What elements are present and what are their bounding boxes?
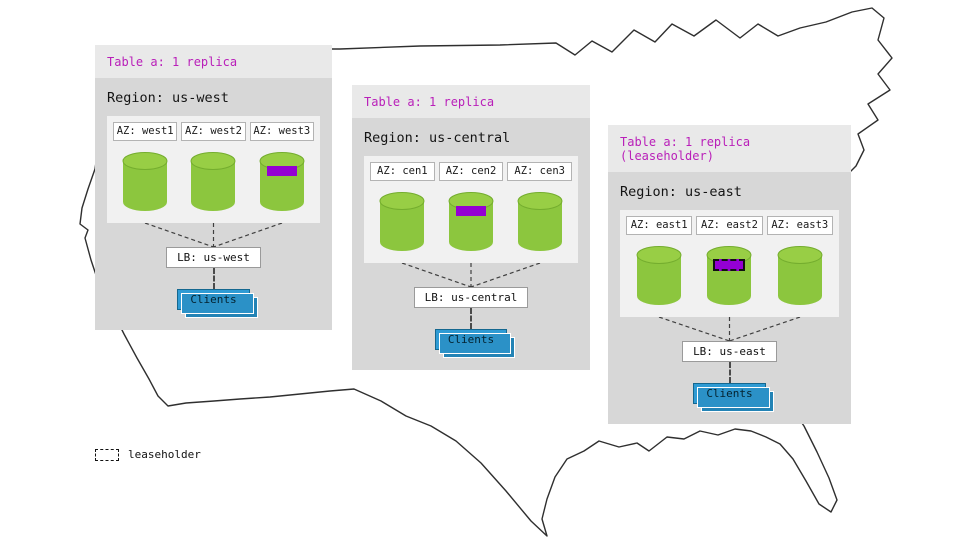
region-label: Region: us-east <box>620 184 742 200</box>
az-column: AZ: east2 <box>696 216 763 307</box>
az-label: AZ: west2 <box>181 122 246 141</box>
database-cylinder <box>517 191 563 253</box>
database-cylinder <box>777 245 823 307</box>
az-label: AZ: west1 <box>113 122 178 141</box>
replica-band <box>266 166 297 176</box>
az-column: AZ: east1 <box>626 216 693 307</box>
database-cylinder-icon <box>190 152 236 211</box>
table-replica-label: Table a: 1 replica <box>352 85 590 118</box>
database-cylinder-icon <box>777 246 823 305</box>
az-label: AZ: west3 <box>249 122 314 141</box>
az-label: AZ: cen3 <box>507 162 573 181</box>
region-card-us-west: Table a: 1 replica Region: us-west AZ: w… <box>95 45 332 330</box>
region-card-body: Region: us-central AZ: cen1 AZ: cen2 <box>352 118 590 370</box>
clients-box: Clients <box>434 329 508 350</box>
region-label: Region: us-west <box>107 90 229 106</box>
load-balancer-box: LB: us-west <box>166 247 261 268</box>
database-cylinder <box>122 151 168 213</box>
az-column: AZ: west3 <box>249 122 314 213</box>
az-column: AZ: cen2 <box>438 162 504 253</box>
az-column: AZ: west1 <box>113 122 178 213</box>
leaseholder-legend-swatch <box>95 448 119 461</box>
az-panel: AZ: cen1 AZ: cen2 <box>364 156 578 263</box>
database-cylinder <box>190 151 236 213</box>
database-cylinder-icon <box>259 152 305 211</box>
leaseholder-legend-label: leaseholder <box>128 448 201 461</box>
legend: leaseholder <box>95 448 201 461</box>
az-panel: AZ: west1 AZ: west2 <box>107 116 320 223</box>
az-label: AZ: east2 <box>696 216 763 235</box>
database-cylinder <box>706 245 752 307</box>
clients-box: Clients <box>693 383 766 404</box>
az-column: AZ: east3 <box>766 216 833 307</box>
cylinder-to-lb-connector-lines <box>658 317 801 341</box>
table-replica-label: Table a: 1 replica <box>95 45 332 78</box>
lb-to-clients-connector-line <box>728 362 731 383</box>
replica-band <box>456 206 486 216</box>
database-cylinder-icon <box>122 152 168 211</box>
database-cylinder-icon <box>636 246 682 305</box>
az-panel: AZ: east1 AZ: east2 <box>620 210 839 317</box>
database-cylinder-icon <box>706 246 752 305</box>
lb-to-clients-connector-line <box>470 308 472 329</box>
region-card-body: Region: us-east AZ: east1 AZ: east2 <box>608 172 851 424</box>
leaseholder-replica-band <box>713 259 746 271</box>
az-label: AZ: east1 <box>626 216 693 235</box>
database-cylinder <box>636 245 682 307</box>
database-cylinder <box>379 191 425 253</box>
az-column: AZ: cen3 <box>507 162 573 253</box>
az-label: AZ: cen1 <box>370 162 435 181</box>
table-replica-label: Table a: 1 replica (leaseholder) <box>608 125 851 172</box>
region-card-us-east: Table a: 1 replica (leaseholder) Region:… <box>608 125 851 424</box>
az-column: AZ: west2 <box>181 122 246 213</box>
az-label: AZ: east3 <box>766 216 833 235</box>
region-card-us-central: Table a: 1 replica Region: us-central AZ… <box>352 85 590 370</box>
database-cylinder-icon <box>379 192 425 251</box>
cylinder-to-lb-connector-lines <box>144 223 283 247</box>
region-label: Region: us-central <box>364 130 511 146</box>
lb-to-clients-connector-line <box>212 268 215 289</box>
cylinder-to-lb-connector-lines <box>401 263 541 287</box>
database-cylinder-icon <box>517 192 563 251</box>
az-label: AZ: cen2 <box>438 162 504 181</box>
clients-box: Clients <box>177 289 250 310</box>
region-card-body: Region: us-west AZ: west1 AZ: west2 <box>95 78 332 330</box>
load-balancer-box: LB: us-east <box>682 341 777 362</box>
az-column: AZ: cen1 <box>370 162 435 253</box>
database-cylinder <box>448 191 494 253</box>
load-balancer-box: LB: us-central <box>413 287 529 308</box>
database-cylinder-icon <box>448 192 494 251</box>
database-cylinder <box>259 151 305 213</box>
